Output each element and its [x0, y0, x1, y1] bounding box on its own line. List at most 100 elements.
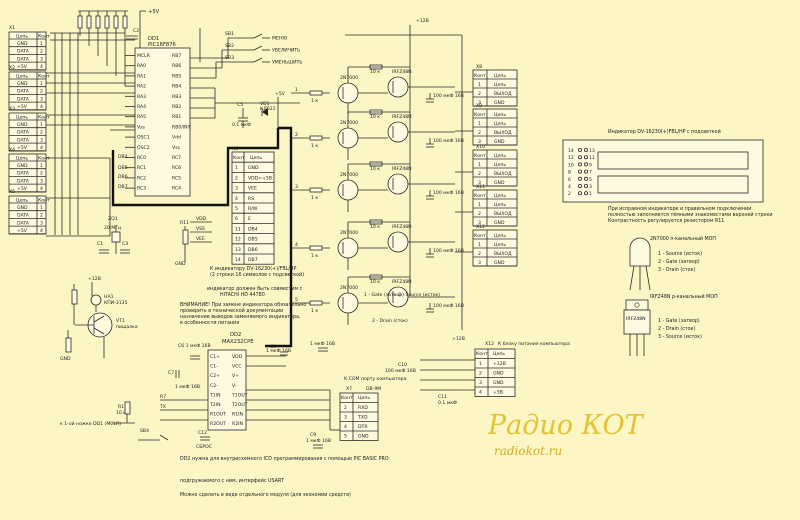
svg-text:C9: C9 [310, 432, 316, 438]
connector-pin: 2 [40, 171, 43, 177]
connector-header: Цепь [16, 156, 28, 162]
output-pin: 1 [478, 121, 481, 127]
mcu-pin-left: OSC2 [137, 145, 150, 151]
pmos-label: IRFZ48N [392, 279, 412, 285]
gate-pin-label: 1 - Gate (затвор) [364, 292, 404, 298]
output-connector-header: Конт [474, 193, 486, 199]
svg-text:HA1: HA1 [104, 294, 114, 300]
output-net: ВЫХОД [494, 91, 512, 97]
switch-ref: SB2 [225, 43, 234, 49]
svg-text:IRFZ48N: IRFZ48N [626, 316, 646, 322]
gate-resistor [309, 135, 323, 141]
pmos-label: IRFZ48N [392, 224, 412, 230]
svg-text:C10: C10 [398, 362, 407, 368]
reset-section: R1 10 к к 1-ой ножке DD1 (MCLR) SB4 СБРО… [60, 401, 212, 450]
lcd-pin-pad [578, 147, 583, 152]
mcu-pin-left: RC2 [137, 175, 146, 181]
lcd-net: DB4 [248, 226, 258, 232]
svg-text:C2: C2 [133, 28, 139, 34]
nmos-label: 2N7000 [340, 230, 358, 236]
pmos-irfz48n [387, 231, 409, 253]
svg-text:1 - Gate (затвор): 1 - Gate (затвор) [658, 318, 700, 324]
nmos-2n7000 [337, 179, 359, 201]
mcu-part: PIC16F876 [148, 42, 176, 48]
output-connector-header: Конт [474, 73, 486, 79]
lcd-net: DB7 [248, 257, 258, 263]
connector-body [8, 71, 47, 111]
crystal-zq1: ZQ1 20 МГц C1 C3 [97, 216, 130, 254]
output-connector-header: Конт [474, 233, 486, 239]
connector-header: Конт [38, 74, 50, 80]
max-pin-right: R1IN [232, 412, 243, 418]
svg-text:в особенности питания: в особенности питания [180, 320, 239, 326]
svg-text:назначение выводов заменяемого: назначение выводов заменяемого индикатор… [180, 315, 301, 320]
output-connector-header: Конт [474, 112, 486, 118]
lcd-pin-number: 10 [568, 162, 574, 168]
max-pin-left: C2- [210, 383, 218, 389]
connector-net: DATA [17, 220, 30, 226]
connector-net: DATA [17, 56, 30, 62]
connector-pin: 3 [40, 220, 43, 226]
rail-12v: +12В [345, 18, 463, 330]
connector-net: GND [17, 81, 28, 87]
lcd-table-header: Конт [233, 155, 245, 161]
svg-text:C7: C7 [168, 370, 174, 376]
lcd-net: GND [248, 165, 259, 171]
connector-header: Цепь [16, 115, 28, 121]
stage-index: 2 [295, 132, 298, 138]
connector-header: Конт [38, 34, 50, 40]
connector-net: GND [17, 122, 28, 128]
svg-text:2 - Gate (затвор): 2 - Gate (затвор) [658, 259, 700, 265]
connector-pin: 1 [40, 205, 43, 211]
svg-text:1 мкФ 16В: 1 мкФ 16В [175, 384, 200, 390]
output-connector-name: X9 [476, 103, 482, 109]
output-connector-name: X12 [476, 224, 485, 230]
switch-label: УМЕНЬШИТЬ [272, 60, 303, 66]
output-net: GND [494, 220, 505, 226]
nmos-label: 2N7000 [340, 285, 358, 291]
table-header: Конт [476, 351, 488, 357]
svg-text:GND: GND [175, 261, 186, 267]
connector-body [8, 31, 47, 71]
pullup-resistor [86, 15, 92, 29]
svg-text:При исправном индикаторе и пра: При исправном индикаторе и правильном по… [608, 206, 751, 212]
output-pin: 2 [478, 171, 481, 177]
max-caps: C6 1 мкФ 16В C7 1 мкФ 16В R7 TX [159, 343, 211, 421]
lcd-pin-pad [584, 169, 589, 174]
table-net: TXD [357, 415, 368, 421]
gate-resistor [309, 90, 323, 96]
connector-pin: 2 [40, 130, 43, 136]
mcu-pin-right: RB4 [172, 84, 181, 90]
lcd-pin: 5 [235, 206, 238, 212]
table-pin: 4 [479, 390, 482, 396]
vcc-label-top: +5V [148, 9, 160, 15]
svg-text:X7: X7 [346, 386, 352, 392]
svg-text:DD2 нужна для внутрисхемного I: DD2 нужна для внутрисхемного ICD програм… [180, 456, 389, 462]
svg-text:GND: GND [60, 356, 71, 362]
output-net: Цепь [494, 162, 506, 168]
connector-header: Цепь [16, 74, 28, 80]
table-pin: 5 [344, 434, 347, 440]
max-pin-left: T2IN [209, 402, 221, 408]
lcd-pin-pad [584, 176, 589, 181]
max-pin-right: T2OUT [231, 402, 248, 408]
connector-pin: 4 [40, 228, 43, 234]
svg-text:VSS: VSS [196, 226, 205, 232]
svg-text:+12В: +12В [452, 336, 465, 342]
svg-text:C1: C1 [97, 241, 103, 247]
svg-text:К индикатору DV-16230(+)/FBL/H: К индикатору DV-16230(+)/FBL/HP [210, 266, 297, 272]
connector-net: +5V [17, 64, 28, 70]
pullup-resistor [122, 15, 128, 29]
stage-index: 4 [295, 242, 298, 248]
svg-text:0.1 мкФ: 0.1 мкФ [438, 400, 457, 406]
mcu-pin-right: RB7 [172, 53, 181, 59]
svg-text:C6 1 мкФ 16В: C6 1 мкФ 16В [178, 343, 211, 349]
lcd-table-header: Цепь [250, 155, 262, 161]
svg-text:100 мкФ 16В: 100 мкФ 16В [385, 368, 416, 374]
connector-net: GND [17, 41, 28, 47]
output-net: GND [494, 180, 505, 186]
connector-pin: 1 [40, 81, 43, 87]
